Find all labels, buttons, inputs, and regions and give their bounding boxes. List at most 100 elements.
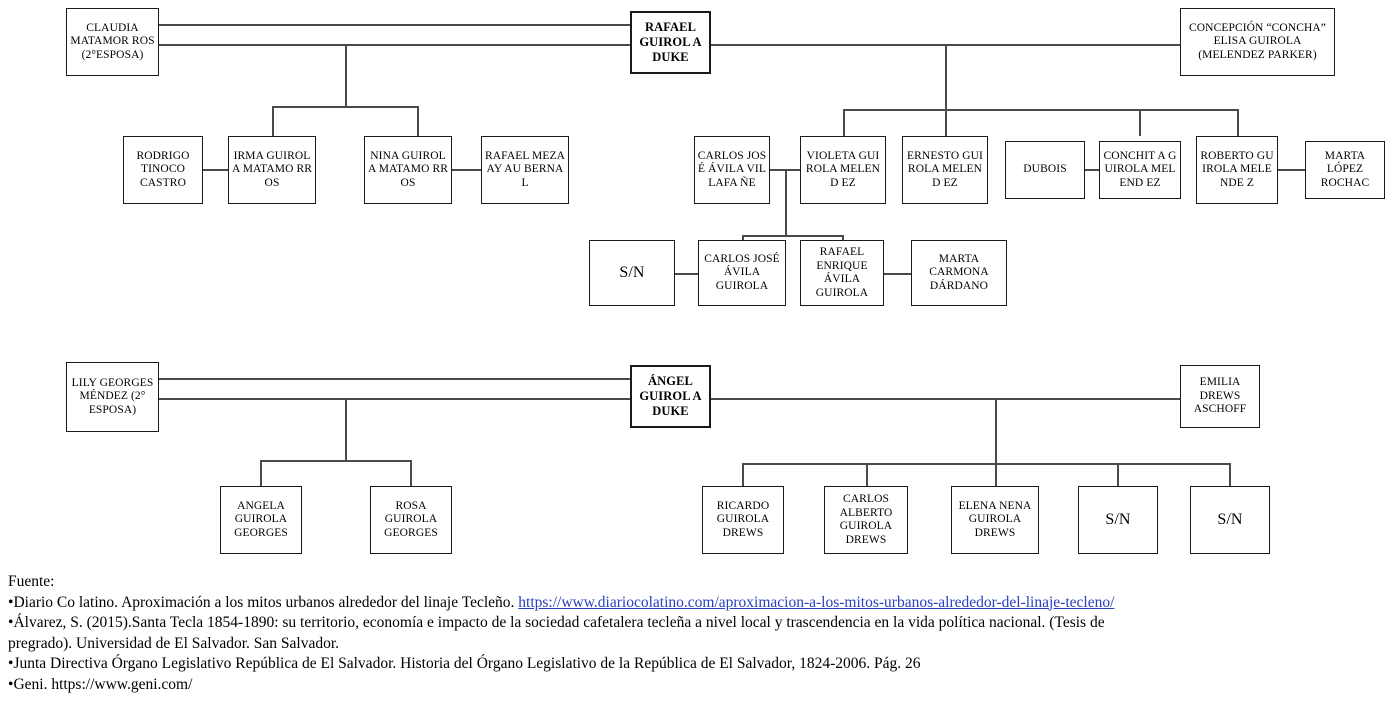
connector-roberto-marta bbox=[1278, 169, 1306, 171]
node-label: NINA GUIROLA MATAMO RROS bbox=[367, 149, 449, 189]
node-label: S/N bbox=[1105, 511, 1131, 529]
node-sn-2[interactable]: S/N bbox=[1078, 486, 1158, 554]
node-label: MARTA LÓPEZ ROCHAC bbox=[1320, 149, 1370, 189]
source-link-diariocolatino[interactable]: https://www.diariocolatino.com/aproximac… bbox=[518, 593, 1115, 611]
source-text: Diario Co latino. Aproximación a los mit… bbox=[13, 593, 519, 611]
source-bullet: • bbox=[8, 593, 14, 611]
connector-stub-carlos-alberto bbox=[866, 463, 868, 486]
source-text: pregrado). Universidad de El Salvador. S… bbox=[8, 634, 340, 652]
connector-stub-nina bbox=[417, 106, 419, 136]
node-label: S/N bbox=[1217, 511, 1243, 529]
node-label: RAFAEL ENRIQUE ÁVILA GUIROLA bbox=[815, 246, 869, 299]
node-label: IRMA GUIROLA MATAMO RROS bbox=[231, 149, 313, 189]
connector-stub-angela bbox=[260, 460, 262, 486]
connector-dubois-conchita bbox=[1085, 169, 1100, 171]
node-label: ERNESTO GUIROLA MELEND EZ bbox=[907, 149, 983, 189]
node-sn-1[interactable]: S/N bbox=[589, 240, 675, 306]
node-label: S/N bbox=[619, 264, 645, 282]
connector-stub-rosa bbox=[410, 460, 412, 486]
node-label: ROBERTO GUIROLA MELENDE Z bbox=[1200, 149, 1274, 189]
node-elena-nena-guirola-drews[interactable]: ELENA NENA GUIROLA DREWS bbox=[951, 486, 1039, 554]
connector-bar-emilia-children bbox=[742, 463, 1230, 465]
node-label: RAFAEL GUIROL A DUKE bbox=[639, 20, 702, 64]
node-label: ROSA GUIROLA GEORGES bbox=[384, 499, 438, 539]
node-label: CARLOS JOSÉ ÁVILA GUIROLA bbox=[704, 252, 780, 292]
source-text: Álvarez, S. (2015).Santa Tecla 1854-1890… bbox=[13, 614, 1105, 631]
node-label: CONCEPCIÓN “CONCHA” ELISA GUIROLA (MELEN… bbox=[1188, 21, 1327, 61]
source-bullet: • bbox=[8, 655, 14, 672]
connector-stub-sn3 bbox=[1229, 463, 1231, 486]
node-dubois[interactable]: DUBOIS bbox=[1005, 141, 1085, 199]
node-lily-georges-mendez[interactable]: LILY GEORGES MÉNDEZ (2° ESPOSA) bbox=[66, 362, 159, 432]
node-marta-carmona-dardano[interactable]: MARTA CARMONA DÁRDANO bbox=[911, 240, 1007, 306]
node-carlos-jose-avila-guirola[interactable]: CARLOS JOSÉ ÁVILA GUIROLA bbox=[698, 240, 786, 306]
source-text: Geni. https://www.geni.com/ bbox=[13, 675, 193, 693]
node-marta-lopez-rochac[interactable]: MARTA LÓPEZ ROCHAC bbox=[1305, 141, 1385, 199]
source-item-3: •Junta Directiva Órgano Legislativo Repú… bbox=[8, 654, 1383, 675]
connector-angel-emilia bbox=[711, 398, 1180, 400]
connector-lily-angel-top bbox=[159, 378, 630, 380]
node-angel-guirola-duke[interactable]: ÁNGEL GUIROL A DUKE bbox=[630, 365, 711, 428]
node-label: EMILIA DREWS ASCHOFF bbox=[1193, 376, 1247, 416]
node-carlos-alberto-guirola-drews[interactable]: CARLOS ALBERTO GUIROLA DREWS bbox=[824, 486, 908, 554]
connector-stub-elena bbox=[995, 463, 997, 486]
node-concepcion-concha-guirola[interactable]: CONCEPCIÓN “CONCHA” ELISA GUIROLA (MELEN… bbox=[1180, 8, 1335, 76]
source-item-4: •Geni. https://www.geni.com/ bbox=[8, 675, 1383, 696]
node-irma-guirola-matamorros[interactable]: IRMA GUIROLA MATAMO RROS bbox=[228, 136, 316, 204]
node-carlos-jose-avila-villafane[interactable]: CARLOS JOSÉ ÁVILA VILLAFA ÑE bbox=[694, 136, 770, 204]
node-label: RAFAEL MEZAAY AU BERNAL bbox=[485, 149, 565, 189]
node-label: RICARDO GUIROLA DREWS bbox=[716, 499, 770, 539]
connector-stub-violeta bbox=[843, 109, 845, 136]
node-emilia-drews-aschoff[interactable]: EMILIA DREWS ASCHOFF bbox=[1180, 365, 1260, 428]
node-label: CARLOS ALBERTO GUIROLA DREWS bbox=[839, 493, 893, 546]
node-angela-guirola-georges[interactable]: ANGELA GUIROLA GEORGES bbox=[220, 486, 302, 554]
node-label: ELENA NENA GUIROLA DREWS bbox=[958, 499, 1032, 539]
connector-stub-ricardo bbox=[742, 463, 744, 486]
connector-claudia-rafael-bottom bbox=[159, 44, 630, 46]
node-rafael-guirola-duke[interactable]: RAFAEL GUIROL A DUKE bbox=[630, 11, 711, 74]
connector-rodrigo-irma bbox=[203, 169, 229, 171]
source-text: Junta Directiva Órgano Legislativo Repúb… bbox=[13, 655, 921, 672]
node-label: DUBOIS bbox=[1023, 163, 1067, 176]
node-label: ANGELA GUIROLA GEORGES bbox=[234, 499, 288, 539]
connector-bar-concepcion-children bbox=[843, 109, 1238, 111]
connector-sn1-carlosjose bbox=[675, 273, 699, 275]
node-violeta-guirola-melendez[interactable]: VIOLETA GUIROLA MELEND EZ bbox=[800, 136, 886, 204]
node-conchita-guirola-melendez[interactable]: CONCHIT A GUIROLA MELEND EZ bbox=[1099, 141, 1181, 199]
node-roberto-guirola-melendez[interactable]: ROBERTO GUIROLA MELENDE Z bbox=[1196, 136, 1278, 204]
source-item-1: •Diario Co latino. Aproximación a los mi… bbox=[8, 593, 1383, 614]
node-label: RODRIGO TINOCO CASTRO bbox=[136, 149, 190, 189]
sources-block: Fuente: •Diario Co latino. Aproximación … bbox=[8, 572, 1383, 695]
source-bullet: • bbox=[8, 614, 14, 631]
node-rafael-mezaayau-bernal[interactable]: RAFAEL MEZAAY AU BERNAL bbox=[481, 136, 569, 204]
connector-bar-avila-children bbox=[742, 235, 843, 237]
node-rosa-guirola-georges[interactable]: ROSA GUIROLA GEORGES bbox=[370, 486, 452, 554]
node-label: CONCHIT A GUIROLA MELEND EZ bbox=[1103, 149, 1177, 189]
node-nina-guirola-matamorros[interactable]: NINA GUIROLA MATAMO RROS bbox=[364, 136, 452, 204]
node-label: CARLOS JOSÉ ÁVILA VILLAFA ÑE bbox=[697, 149, 767, 189]
connector-stub-conchita bbox=[1139, 109, 1141, 136]
connector-claudia-rafael-top bbox=[159, 24, 630, 26]
source-item-2-cont: pregrado). Universidad de El Salvador. S… bbox=[8, 634, 1383, 655]
connector-stub-ernesto bbox=[945, 109, 947, 136]
node-label: CLAUDIA MATAMOR ROS (2°ESPOSA) bbox=[70, 21, 155, 61]
connector-bar-lily-children bbox=[260, 460, 411, 462]
connector-bar-claudia-children bbox=[272, 106, 418, 108]
connector-drop-avila-branch bbox=[785, 169, 787, 236]
node-ernesto-guirola-melendez[interactable]: ERNESTO GUIROLA MELEND EZ bbox=[902, 136, 988, 204]
connector-drop-lily-branch bbox=[345, 398, 347, 461]
node-claudia-matamorros[interactable]: CLAUDIA MATAMOR ROS (2°ESPOSA) bbox=[66, 8, 159, 76]
node-label: MARTA CARMONA DÁRDANO bbox=[929, 252, 989, 292]
node-ricardo-guirola-drews[interactable]: RICARDO GUIROLA DREWS bbox=[702, 486, 784, 554]
source-bullet: • bbox=[8, 675, 14, 693]
node-rafael-enrique-avila-guirola[interactable]: RAFAEL ENRIQUE ÁVILA GUIROLA bbox=[800, 240, 884, 306]
node-label: VIOLETA GUIROLA MELEND EZ bbox=[805, 149, 881, 189]
connector-stub-irma bbox=[272, 106, 274, 136]
connector-lily-angel-bottom bbox=[159, 398, 630, 400]
connector-stub-sn2 bbox=[1117, 463, 1119, 486]
node-sn-3[interactable]: S/N bbox=[1190, 486, 1270, 554]
node-label: LILY GEORGES MÉNDEZ (2° ESPOSA) bbox=[71, 376, 154, 416]
connector-stub-roberto bbox=[1237, 109, 1239, 136]
node-rodrigo-tinoco-castro[interactable]: RODRIGO TINOCO CASTRO bbox=[123, 136, 203, 204]
